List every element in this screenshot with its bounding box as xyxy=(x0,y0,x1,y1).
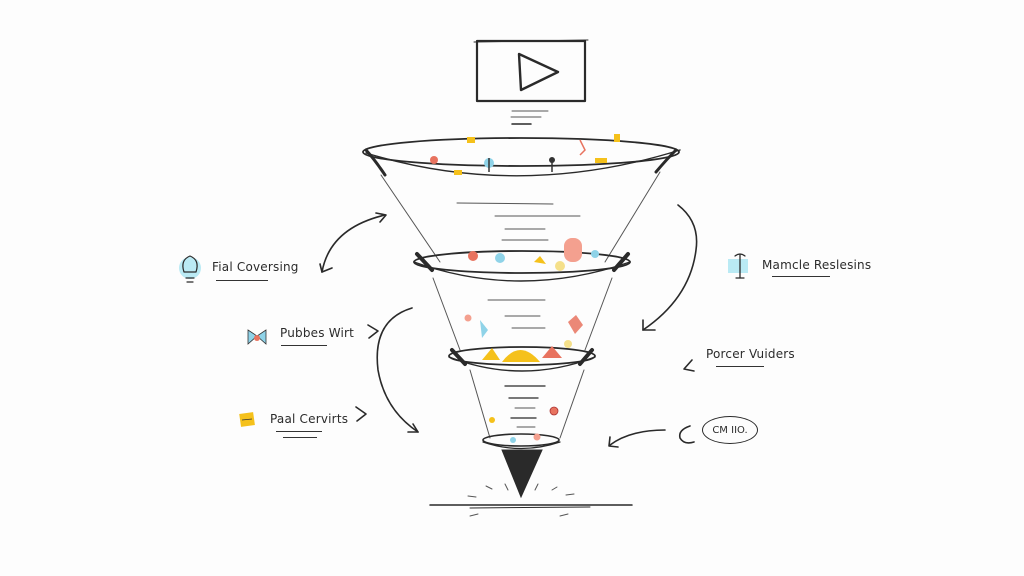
label-right-2: Porcer Vuiders xyxy=(706,347,795,361)
label-left-2-underline xyxy=(281,345,327,346)
label-left-1: Fial Coversing xyxy=(212,260,299,274)
label-right-3: CM IIO. xyxy=(712,424,748,436)
arrows xyxy=(319,204,698,448)
label-left-3-underline xyxy=(276,431,322,432)
funnel-stage-1 xyxy=(362,137,681,263)
speech-bubble: CM IIO. xyxy=(702,416,758,444)
video-play-icon xyxy=(473,39,589,125)
pin-icon xyxy=(728,253,748,279)
label-left-1-underline xyxy=(216,280,268,281)
label-right-1-underline xyxy=(772,276,830,277)
funnel-stage-3 xyxy=(448,346,596,439)
label-left-3-underline-2 xyxy=(283,437,317,438)
label-right-2-underline xyxy=(716,366,764,367)
lightbulb-icon xyxy=(179,255,201,283)
label-right-1: Mamcle Reslesins xyxy=(762,258,872,272)
sticky-note-icon xyxy=(239,412,255,427)
funnel-contents xyxy=(430,134,620,443)
funnel-stage-2 xyxy=(413,250,631,351)
label-left-3: Paal Cervirts xyxy=(270,412,349,426)
bow-tie-icon xyxy=(247,329,267,345)
label-left-2: Pubbes Wirt xyxy=(280,326,355,340)
funnel-stage-4-spout xyxy=(429,433,633,517)
